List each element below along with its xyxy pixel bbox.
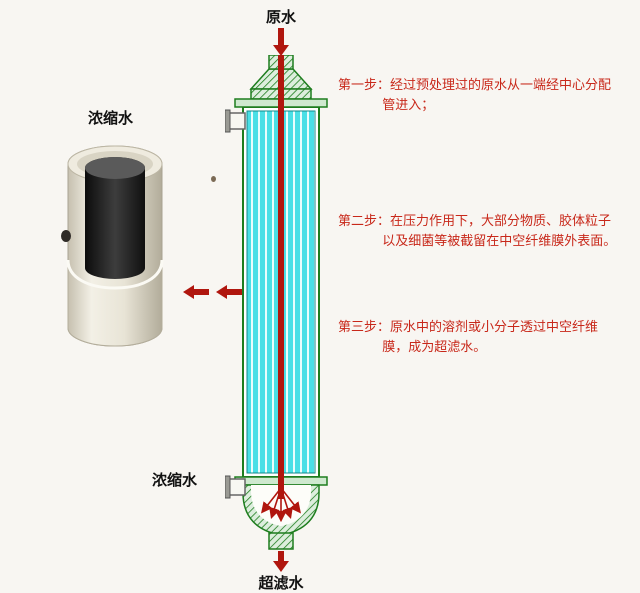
concentrate-port-top (225, 109, 246, 133)
step-2-body: 在压力作用下，大部分物质、胶体粒子以及细菌等被截留在中空纤维膜外表面。 (382, 214, 617, 250)
module-front-shell (66, 259, 164, 347)
center-distribution-pipe (278, 55, 284, 499)
arrow-shaft (278, 551, 284, 561)
arrow-head (216, 285, 227, 299)
step-3-label: 第三步： (338, 320, 391, 335)
step-1-label: 第一步： (338, 78, 391, 93)
permeate-flow-arrow-1 (183, 285, 209, 299)
arrow-shaft (278, 28, 284, 45)
membrane-module-cutaway-image (61, 145, 164, 347)
column-bottom-nub (268, 532, 294, 550)
ultrafiltered-water-label: 超滤水 (258, 574, 304, 592)
step-1-body: 经过预处理过的原水从一端经中心分配管进入； (382, 78, 612, 114)
arrow-shaft (227, 289, 242, 295)
step-1-text: 第一步：经过预处理过的原水从一端经中心分配管进入； (338, 76, 618, 116)
arrow-head (273, 561, 289, 572)
arrow-head (183, 285, 194, 299)
step-2-text: 第二步：在压力作用下，大部分物质、胶体粒子以及细菌等被截留在中空纤维膜外表面。 (338, 212, 622, 252)
raw-water-inlet-arrow (273, 28, 289, 56)
uf-column-diagram (225, 55, 328, 550)
concentrate-water-label-top: 浓缩水 (88, 109, 134, 127)
concentrate-port-bottom (225, 475, 246, 499)
arrow-head (273, 45, 289, 56)
step-3-body: 原水中的溶剂或小分子透过中空纤维膜，成为超滤水。 (382, 320, 599, 356)
step-3-text: 第三步：原水中的溶剂或小分子透过中空纤维膜，成为超滤水。 (338, 318, 618, 358)
step-2-label: 第二步： (338, 214, 391, 229)
speck (211, 176, 216, 182)
ultrafiltered-outlet-arrow (273, 551, 289, 572)
module-side-nub (61, 230, 71, 242)
concentrate-water-label-bottom: 浓缩水 (152, 471, 198, 489)
permeate-flow-arrow-2 (216, 285, 242, 299)
raw-water-label: 原水 (265, 8, 296, 26)
arrow-shaft (194, 289, 209, 295)
module-dark-core (85, 157, 145, 279)
